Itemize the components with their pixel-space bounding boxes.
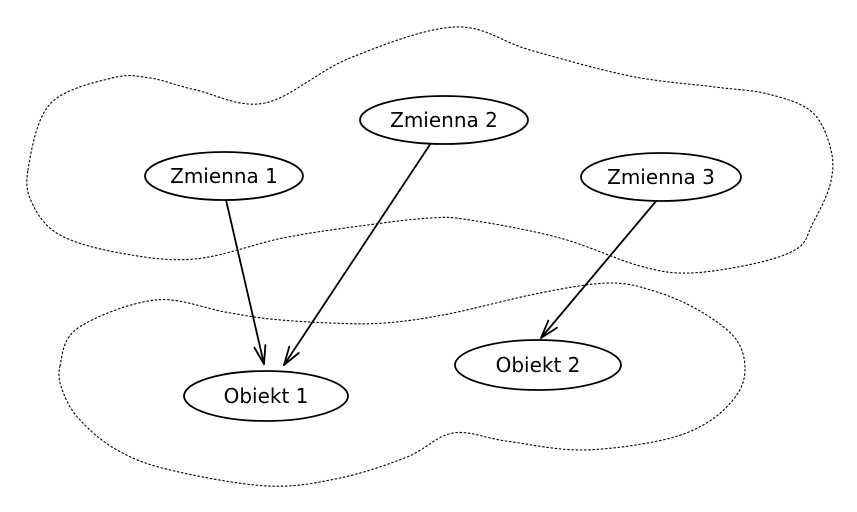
edge-line [283, 142, 432, 366]
edge-zmienna2-to-obiekt1 [283, 142, 432, 366]
node-ellipse [183, 370, 349, 422]
arrowhead-icon [253, 344, 267, 365]
edge-zmienna1-to-obiekt1 [225, 199, 267, 365]
variables-group-outline [26, 26, 834, 274]
node-ellipse [144, 151, 304, 201]
edge-line [540, 199, 658, 339]
node-label: Obiekt 2 [496, 353, 581, 377]
node-label: Obiekt 1 [224, 384, 309, 408]
objects-group-outline [58, 282, 746, 487]
edge-zmienna3-to-obiekt2 [540, 199, 658, 339]
node-ellipse [580, 152, 742, 202]
edge-line [225, 199, 265, 365]
node-zmienna2: Zmienna 2 [359, 95, 529, 145]
node-label: Zmienna 3 [607, 165, 715, 189]
node-zmienna3: Zmienna 3 [580, 152, 742, 202]
node-label: Zmienna 2 [390, 108, 498, 132]
node-obiekt1: Obiekt 1 [183, 370, 349, 422]
node-label: Zmienna 1 [170, 164, 278, 188]
node-ellipse [454, 339, 622, 391]
node-ellipse [359, 95, 529, 145]
node-zmienna1: Zmienna 1 [144, 151, 304, 201]
arrowhead-icon [540, 319, 558, 339]
node-obiekt2: Obiekt 2 [454, 339, 622, 391]
arrowhead-icon [283, 345, 300, 366]
